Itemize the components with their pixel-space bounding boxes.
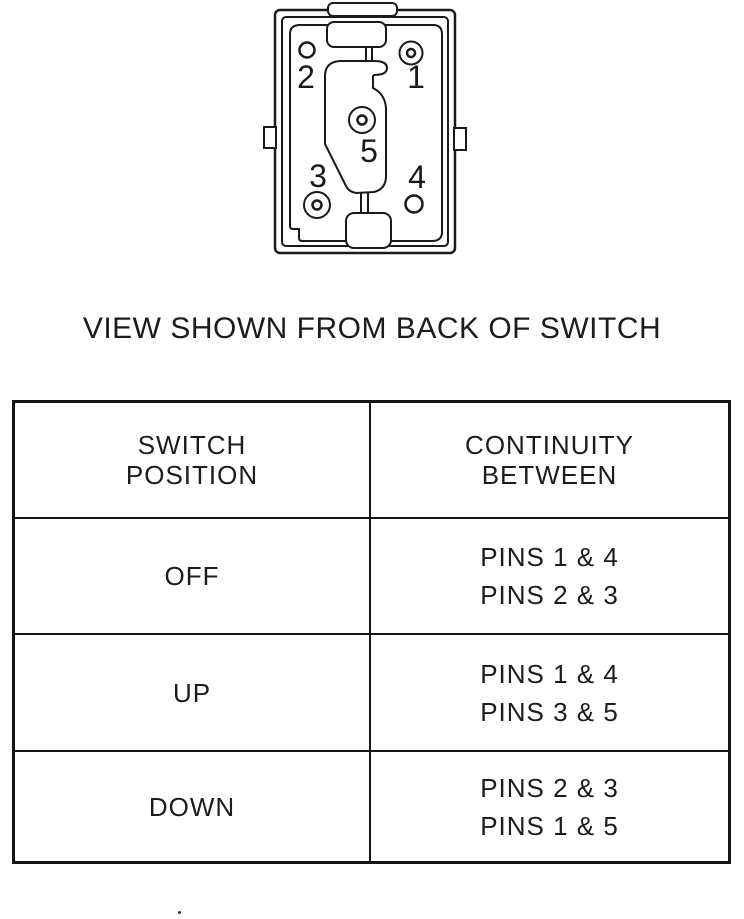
pin-2-label: 2 [297,59,315,95]
center-divider-shape [324,60,389,195]
top-locating-tab [327,2,398,17]
off-continuity-line2: PINS 2 & 3 [480,580,619,610]
down-continuity-line1: PINS 2 & 3 [480,772,619,803]
left-mount-tab [263,126,277,149]
header-continuity-between-line2: BETWEEN [481,460,618,490]
row-down-position: DOWN [15,752,371,861]
continuity-table: SWITCH POSITION CONTINUITY BETWEEN OFF P… [12,400,731,864]
diagram-caption: VIEW SHOWN FROM BACK OF SWITCH [82,312,662,345]
pin-4-terminal [404,194,424,214]
scan-speck-artifact [178,911,181,914]
header-continuity-between-line1: CONTINUITY [465,430,634,460]
pin-3-terminal [303,191,331,219]
pin-5-terminal [348,106,376,134]
top-key-block [326,21,387,48]
divider-bottom-stem [360,193,369,213]
pin-2-terminal [298,41,316,59]
pin-3-center [311,199,323,211]
row-up-continuity: PINS 1 & 4 PINS 3 & 5 [371,635,728,752]
up-continuity-line2: PINS 3 & 5 [480,696,619,727]
row-off-continuity: PINS 1 & 4 PINS 2 & 3 [371,519,728,635]
pin-1-terminal [398,40,424,66]
pin-1-center [405,47,417,59]
position-value-down: DOWN [148,791,236,822]
cavity-outline [289,24,443,242]
bottom-key-block [345,212,392,249]
header-switch-position-line2: POSITION [125,460,259,490]
row-off-position: OFF [15,519,371,635]
pin-5-center [356,114,368,126]
pin-3-label: 3 [309,158,327,194]
up-continuity-line1: PINS 1 & 4 [480,658,619,689]
position-value-up: UP [172,677,212,708]
pin-4-label: 4 [408,159,426,195]
header-switch-position-line1: SWITCH [137,430,247,460]
header-continuity-between: CONTINUITY BETWEEN [371,403,728,519]
row-up-position: UP [15,635,371,752]
off-continuity-line1: PINS 1 & 4 [480,542,619,572]
row-down-continuity: PINS 2 & 3 PINS 1 & 5 [371,752,728,861]
divider-top-stem [365,46,373,60]
pin-5-label: 5 [360,133,378,169]
header-switch-position: SWITCH POSITION [15,403,371,519]
position-value-off: OFF [164,561,220,591]
pin-1-label: 1 [407,59,425,95]
down-continuity-line2: PINS 1 & 5 [480,810,619,841]
right-mount-tab [453,127,467,151]
switch-connector-diagram: 1 2 5 3 4 [263,2,467,255]
